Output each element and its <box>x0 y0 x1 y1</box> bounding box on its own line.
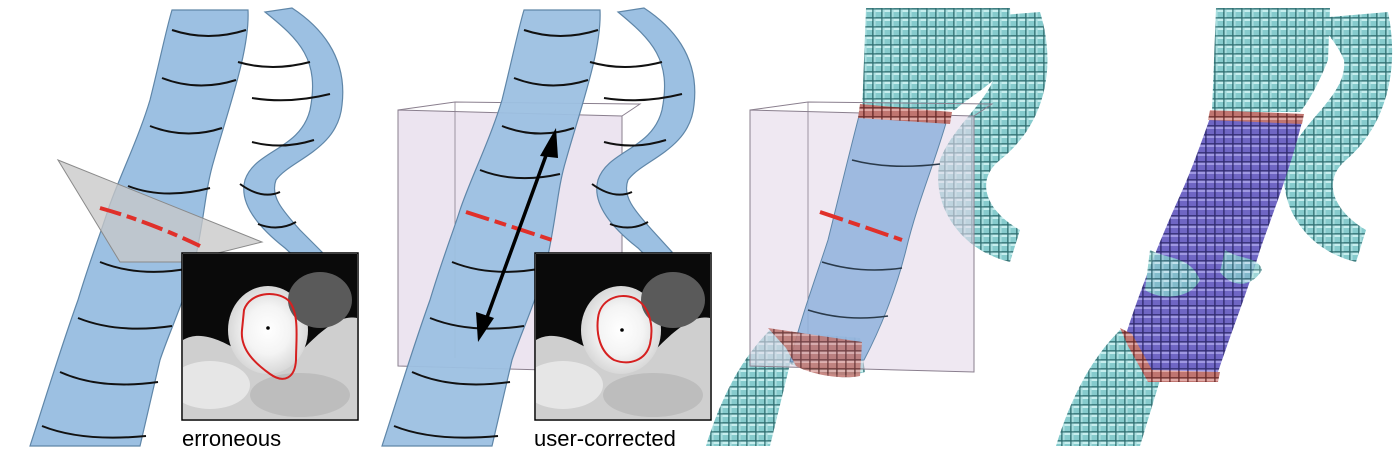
contour-rings <box>807 159 941 319</box>
panel-user-corrected <box>381 7 712 447</box>
contour-rings <box>393 29 683 439</box>
cross-section-inset-icon <box>534 252 712 421</box>
voxel-grid-icon <box>1056 8 1393 446</box>
boundary-voxels-bottom <box>1120 328 1220 382</box>
panel-erroneous <box>29 7 359 447</box>
boundary-voxels-top <box>858 104 952 124</box>
cross-section-inset-icon <box>181 252 359 421</box>
panel-bounding-box-voxels <box>706 8 1048 446</box>
error-contour-ring <box>99 206 201 248</box>
main-vessel <box>381 9 601 447</box>
boundary-voxels-bottom <box>768 328 862 378</box>
boundary-voxels-top <box>1208 110 1304 124</box>
double-arrow-icon <box>476 128 558 342</box>
panel-resegmented-voxels <box>1056 8 1393 446</box>
corrected-contour-ring <box>465 210 553 242</box>
caption-user-corrected: user-corrected <box>534 426 676 451</box>
caption-erroneous: erroneous <box>182 426 282 451</box>
contour-rings <box>41 29 331 439</box>
corrected-contour-ring <box>819 210 903 242</box>
